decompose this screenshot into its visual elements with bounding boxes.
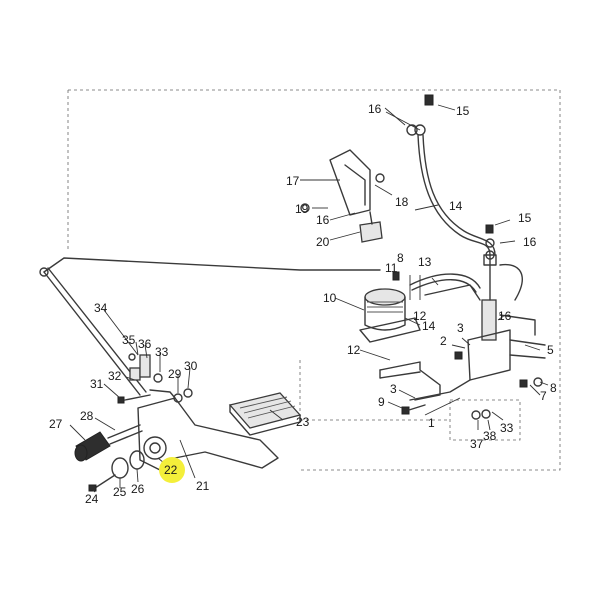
callout-17: 17 bbox=[286, 174, 300, 188]
callout-16-top: 16 bbox=[368, 102, 382, 116]
callout-36: 36 bbox=[138, 337, 152, 351]
callout-16-cyl: 16 bbox=[498, 309, 512, 323]
callout-20: 20 bbox=[316, 235, 330, 249]
callout-11: 12 bbox=[413, 309, 427, 323]
assembly-boundary bbox=[67, 89, 561, 471]
callout-8-lower: 9 bbox=[378, 395, 385, 409]
callout-27: 27 bbox=[49, 417, 63, 431]
mounting-bracket bbox=[379, 361, 471, 401]
callout-25: 25 bbox=[113, 485, 127, 499]
callout-34: 34 bbox=[94, 301, 108, 315]
banjo-fittings bbox=[406, 94, 495, 260]
lower-hardware bbox=[392, 271, 543, 420]
callout-13: 14 bbox=[422, 319, 436, 333]
callout-37: 37 bbox=[470, 437, 484, 451]
callout-35: 35 bbox=[122, 333, 136, 347]
callout-38: 38 bbox=[483, 429, 497, 443]
callout-14: 14 bbox=[449, 199, 463, 213]
callout-23: 23 bbox=[296, 415, 310, 429]
callout-28: 28 bbox=[80, 409, 94, 423]
pedal-pad bbox=[228, 392, 302, 436]
callout-7: 10 bbox=[323, 291, 337, 305]
callout-9: 11 bbox=[385, 261, 398, 275]
linkage-rod bbox=[39, 257, 381, 396]
callout-26: 26 bbox=[131, 482, 145, 496]
callout-2: 2 bbox=[440, 334, 447, 348]
knob-and-pin bbox=[74, 424, 143, 462]
callout-6: 8 bbox=[550, 381, 557, 395]
callout-29: 29 bbox=[168, 367, 182, 381]
reservoir bbox=[359, 288, 421, 343]
master-cylinder bbox=[467, 254, 546, 381]
leader-lines bbox=[69, 104, 549, 493]
callout-32: 32 bbox=[108, 369, 122, 383]
callout-5: 7 bbox=[540, 389, 547, 403]
callout-8-upper: 8 bbox=[397, 251, 404, 265]
callout-18: 18 bbox=[395, 195, 409, 209]
callout-3-mid: 3 bbox=[457, 321, 464, 335]
callout-12: 13 bbox=[418, 255, 432, 269]
callout-3-low: 3 bbox=[390, 382, 397, 396]
callout-15-top: 15 bbox=[456, 104, 470, 118]
callout-21: 21 bbox=[196, 479, 210, 493]
callout-30: 30 bbox=[184, 359, 198, 373]
callout-33-right: 33 bbox=[500, 421, 514, 435]
callout-4: 5 bbox=[547, 343, 554, 357]
hoses bbox=[409, 134, 523, 301]
small-hardware bbox=[117, 353, 193, 404]
callout-24: 24 bbox=[85, 492, 99, 506]
callout-33-left: 33 bbox=[155, 345, 169, 359]
callout-labels: 16 15 17 18 19 16 20 14 15 16 11 8 13 10… bbox=[49, 102, 557, 506]
brake-switch bbox=[300, 149, 385, 243]
callout-1: 1 bbox=[428, 416, 435, 430]
callout-15-right: 15 bbox=[518, 211, 532, 225]
callout-16-right: 16 bbox=[523, 235, 537, 249]
callout-19: 19 bbox=[295, 202, 309, 216]
callout-16-switch: 16 bbox=[316, 213, 330, 227]
pedal-arm bbox=[137, 389, 279, 471]
callout-10: 12 bbox=[347, 343, 361, 357]
callout-31: 31 bbox=[90, 377, 104, 391]
callout-highlight bbox=[159, 457, 185, 483]
callout-22: 22 bbox=[164, 463, 178, 477]
